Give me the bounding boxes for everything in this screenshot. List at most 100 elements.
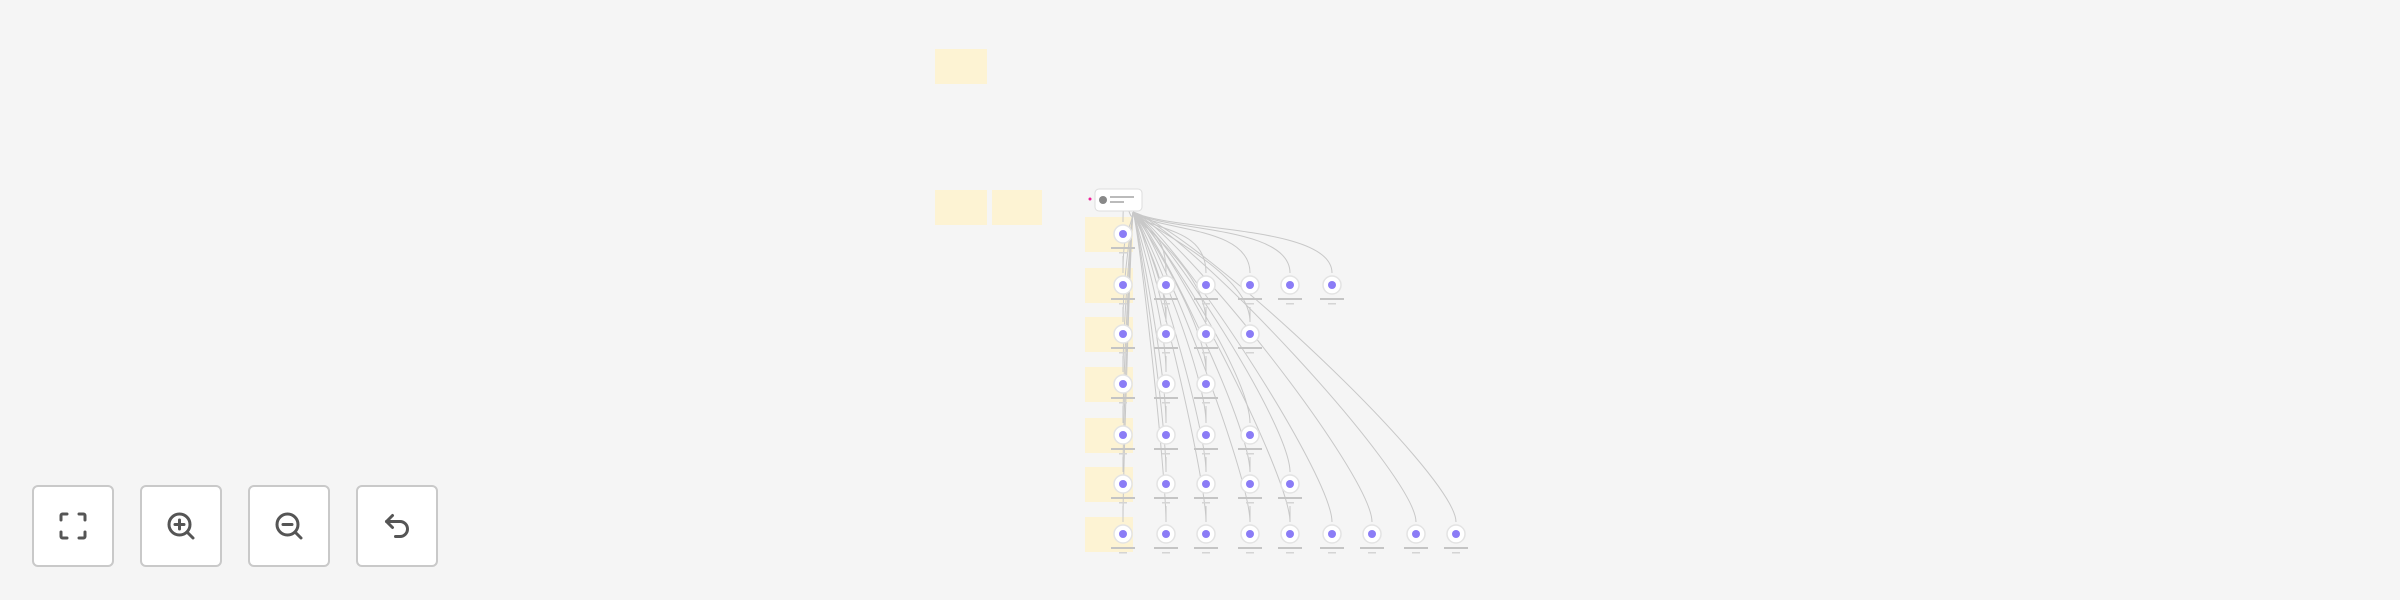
node-label <box>1238 497 1262 499</box>
node-icon <box>1246 530 1254 538</box>
node-icon <box>1202 431 1210 439</box>
zoom-out-button[interactable] <box>248 485 330 567</box>
node-icon <box>1368 530 1376 538</box>
node-sublabel <box>1202 303 1210 305</box>
node-sublabel <box>1119 453 1127 455</box>
node-icon <box>1246 281 1254 289</box>
edge <box>1132 211 1207 523</box>
node-sublabel <box>1162 352 1170 354</box>
node-sublabel <box>1202 453 1210 455</box>
root-node[interactable] <box>1094 188 1143 212</box>
node-label <box>1111 397 1135 399</box>
node-label <box>1238 547 1262 549</box>
edge <box>1132 211 1207 424</box>
fit-view-button[interactable] <box>32 485 114 567</box>
node-icon <box>1246 431 1254 439</box>
node-icon <box>1202 281 1210 289</box>
node-sublabel <box>1119 402 1127 404</box>
root-node-label <box>1110 196 1134 198</box>
node-sublabel <box>1286 552 1294 554</box>
root-node-label <box>1110 201 1124 203</box>
node-icon <box>1202 380 1210 388</box>
node-sublabel <box>1119 502 1127 504</box>
node-icon <box>1119 230 1127 238</box>
node-icon <box>1119 431 1127 439</box>
node-sublabel <box>1246 502 1254 504</box>
node-label <box>1278 497 1302 499</box>
node-icon <box>1202 480 1210 488</box>
node-sublabel <box>1119 303 1127 305</box>
node-sublabel <box>1202 352 1210 354</box>
node-icon <box>1452 530 1460 538</box>
node-sublabel <box>1246 453 1254 455</box>
node-label <box>1194 347 1218 349</box>
node-icon <box>1119 330 1127 338</box>
node-label <box>1154 347 1178 349</box>
node-sublabel <box>1452 552 1460 554</box>
edge <box>1132 211 1417 523</box>
edge <box>1132 211 1291 473</box>
node-label <box>1238 298 1262 300</box>
node-sublabel <box>1286 502 1294 504</box>
node-sublabel <box>1162 502 1170 504</box>
zoom-out-icon <box>275 512 303 540</box>
node-label <box>1154 497 1178 499</box>
node-sublabel <box>1328 552 1336 554</box>
node-icon <box>1246 480 1254 488</box>
root-node-icon <box>1099 196 1107 204</box>
node-sublabel <box>1162 453 1170 455</box>
node-label <box>1444 547 1468 549</box>
node-label <box>1154 298 1178 300</box>
zoom-in-button[interactable] <box>140 485 222 567</box>
node-sublabel <box>1202 402 1210 404</box>
group-block <box>935 49 987 84</box>
node-icon <box>1162 431 1170 439</box>
node-sublabel <box>1368 552 1376 554</box>
node-label <box>1154 547 1178 549</box>
node-label <box>1360 547 1384 549</box>
node-icon <box>1286 281 1294 289</box>
node-icon <box>1119 480 1127 488</box>
node-label <box>1194 448 1218 450</box>
node-icon <box>1162 330 1170 338</box>
undo-button[interactable] <box>356 485 438 567</box>
node-label <box>1194 497 1218 499</box>
node-icon <box>1119 281 1127 289</box>
undo-icon <box>385 514 409 538</box>
node-icon <box>1328 530 1336 538</box>
node-label <box>1194 547 1218 549</box>
node-sublabel <box>1202 502 1210 504</box>
node-label <box>1278 298 1302 300</box>
node-sublabel <box>1119 352 1127 354</box>
node-icon <box>1162 281 1170 289</box>
node-label <box>1320 298 1344 300</box>
node-label <box>1404 547 1428 549</box>
node-label <box>1111 547 1135 549</box>
node-icon <box>1162 480 1170 488</box>
node-sublabel <box>1246 352 1254 354</box>
node-sublabel <box>1328 303 1336 305</box>
edge <box>1132 211 1333 523</box>
node-label <box>1194 397 1218 399</box>
node-label <box>1154 448 1178 450</box>
edge <box>1132 211 1291 523</box>
node-icon <box>1328 281 1336 289</box>
group-block <box>992 190 1042 225</box>
node-icon <box>1162 380 1170 388</box>
zoom-in-icon <box>167 512 195 540</box>
edge <box>1132 211 1333 274</box>
node-label <box>1278 547 1302 549</box>
node-label <box>1111 448 1135 450</box>
edge <box>1132 211 1291 274</box>
node-sublabel <box>1246 552 1254 554</box>
node-icon <box>1202 330 1210 338</box>
edge <box>1132 211 1373 523</box>
node-label <box>1111 247 1135 249</box>
node-icon <box>1286 530 1294 538</box>
edge <box>1132 211 1457 523</box>
fullscreen-icon <box>59 512 87 540</box>
node-sublabel <box>1412 552 1420 554</box>
node-icon <box>1246 330 1254 338</box>
root-handle[interactable] <box>1088 197 1092 201</box>
